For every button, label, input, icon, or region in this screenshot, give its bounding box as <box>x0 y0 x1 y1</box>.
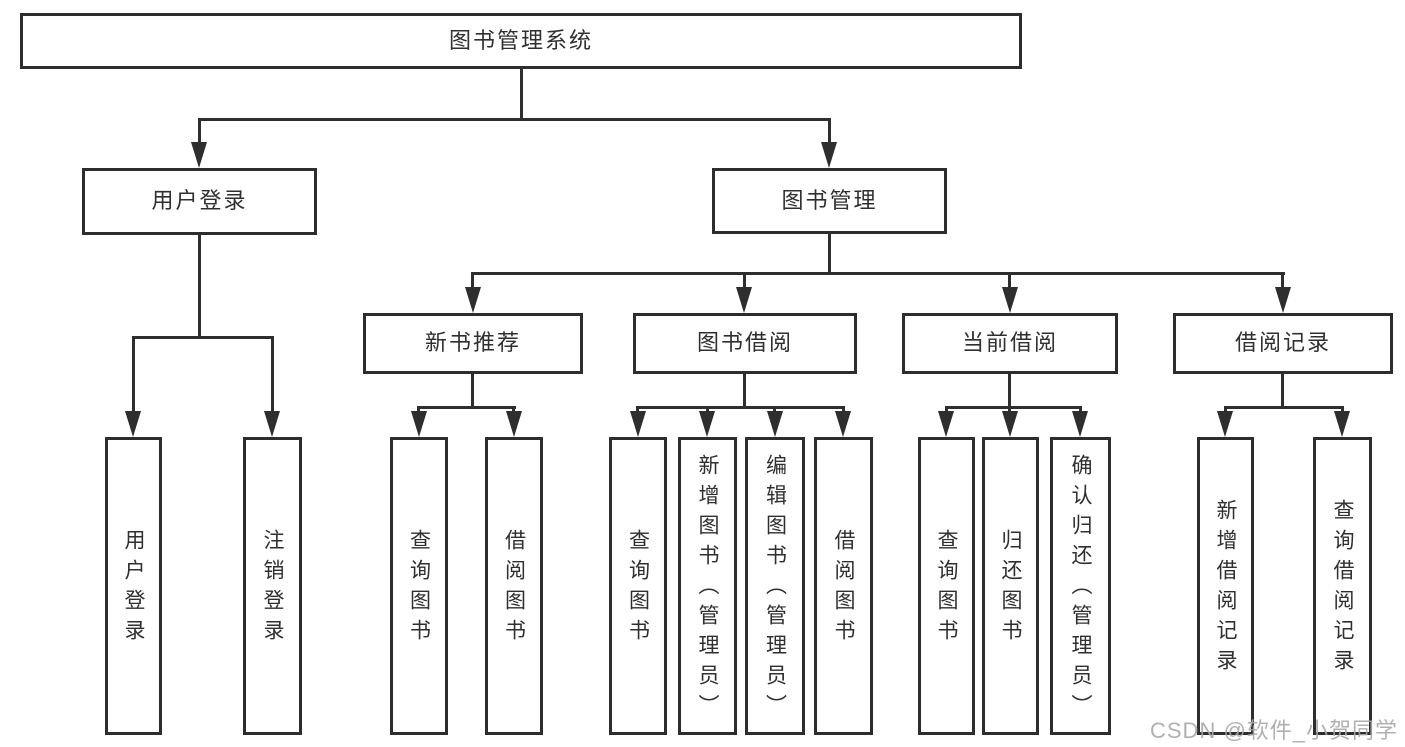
node-user-login: 用户登录 <box>82 168 317 235</box>
node-label: 查询图书 <box>626 529 650 649</box>
connector-book-borrowing-bar <box>636 406 845 409</box>
node-label: 新增借阅记录 <box>1214 499 1237 679</box>
arrowhead-down <box>736 287 752 313</box>
node-label: 当前借阅 <box>961 330 1058 356</box>
leaf-borrow-books-recommend: 借阅图书 <box>485 437 543 735</box>
connector-root-stem <box>520 69 523 118</box>
connector-book-management-bar <box>471 272 1285 275</box>
connector-book-management-stem <box>828 234 831 272</box>
node-label: 用户登录 <box>122 529 145 649</box>
leaf-confirm-return-admin: 确认归还（管理员） <box>1050 437 1111 735</box>
connector-user-login-stem <box>198 235 201 336</box>
node-label: 新书推荐 <box>424 330 521 356</box>
connector-current-borrowing-bar <box>945 406 1082 409</box>
arrowhead-down <box>506 411 522 437</box>
connector-book-borrowing-stem <box>743 374 746 406</box>
arrowhead-down <box>465 287 481 313</box>
leaf-user-login: 用户登录 <box>105 437 162 735</box>
leaf-edit-books-admin: 编辑图书（管理员） <box>745 437 805 735</box>
node-label: 图书借阅 <box>696 330 793 356</box>
node-label: 新增图书（管理员） <box>696 454 719 724</box>
connector-drop-new-book <box>471 275 474 289</box>
node-library-management-system: 图书管理系统 <box>20 13 1022 69</box>
arrowhead-down <box>767 411 783 437</box>
arrowhead-down <box>821 142 837 168</box>
connector-drop-book-borrowing <box>743 275 746 289</box>
node-label: 图书管理系统 <box>448 27 593 53</box>
leaf-query-borrow-record: 查询借阅记录 <box>1313 437 1372 735</box>
connector-drop-leaf-user-login <box>132 339 135 413</box>
arrowhead-down <box>1072 411 1088 437</box>
leaf-logout: 注销登录 <box>243 437 302 735</box>
connector-drop-book-management <box>828 121 831 143</box>
connector-drop-borrowing-records <box>1281 275 1284 289</box>
node-label: 借阅记录 <box>1234 330 1331 356</box>
csdn-watermark: CSDN @软件_小贺同学 <box>1150 718 1399 743</box>
node-current-borrowing: 当前借阅 <box>902 313 1118 374</box>
node-label: 确认归还（管理员） <box>1069 454 1092 724</box>
leaf-query-books-recommend: 查询图书 <box>390 437 448 735</box>
node-label: 用户登录 <box>151 188 248 214</box>
connector-root-bar <box>198 118 831 121</box>
node-label: 查询图书 <box>935 529 958 649</box>
leaf-add-books-admin: 新增图书（管理员） <box>678 437 737 735</box>
leaf-add-borrow-record: 新增借阅记录 <box>1197 437 1254 735</box>
arrowhead-down <box>1217 411 1233 437</box>
arrowhead-down <box>630 411 646 437</box>
connector-borrowing-records-stem <box>1281 374 1284 406</box>
node-book-management: 图书管理 <box>712 168 947 234</box>
connector-user-login-bar <box>132 336 274 339</box>
arrowhead-down <box>1334 411 1350 437</box>
arrowhead-down <box>411 411 427 437</box>
node-label: 归还图书 <box>999 529 1022 649</box>
node-label: 注销登录 <box>261 529 284 649</box>
leaf-borrow-books-borrowing: 借阅图书 <box>814 437 873 735</box>
connector-drop-current-borrowing <box>1008 275 1011 289</box>
arrowhead-down <box>699 411 715 437</box>
arrowhead-down <box>125 411 141 437</box>
node-label: 图书管理 <box>781 187 878 213</box>
connector-current-borrowing-stem <box>1008 374 1011 406</box>
arrowhead-down <box>264 411 280 437</box>
node-label: 借阅图书 <box>832 529 855 649</box>
connector-new-book-stem <box>471 374 474 406</box>
arrowhead-down <box>1275 287 1291 313</box>
connector-new-book-bar <box>417 406 516 409</box>
leaf-return-books: 归还图书 <box>982 437 1039 735</box>
node-label: 查询借阅记录 <box>1331 499 1354 679</box>
arrowhead-down <box>1002 287 1018 313</box>
node-label: 借阅图书 <box>502 529 526 649</box>
node-book-borrowing: 图书借阅 <box>633 313 857 374</box>
connector-borrowing-records-bar <box>1224 406 1344 409</box>
node-borrowing-records: 借阅记录 <box>1173 313 1393 374</box>
node-label: 查询图书 <box>407 529 431 649</box>
arrowhead-down <box>1002 411 1018 437</box>
connector-drop-leaf-logout <box>271 339 274 413</box>
connector-drop-user-login <box>198 121 201 143</box>
leaf-query-books-current: 查询图书 <box>918 437 975 735</box>
node-label: 编辑图书（管理员） <box>763 454 787 724</box>
arrowhead-down <box>191 142 207 168</box>
arrowhead-down <box>835 411 851 437</box>
leaf-query-books-borrowing: 查询图书 <box>609 437 667 735</box>
node-new-book-recommendation: 新书推荐 <box>363 313 583 374</box>
arrowhead-down <box>938 411 954 437</box>
